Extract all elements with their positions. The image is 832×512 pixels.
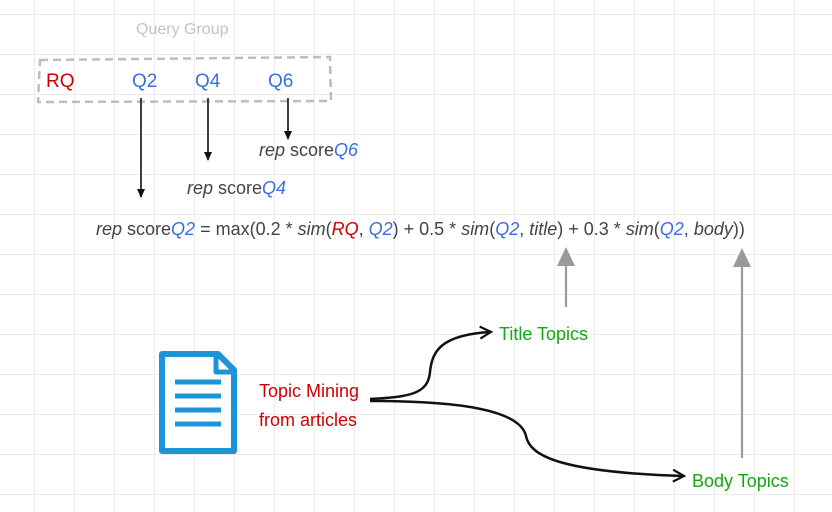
body-topics-label: Body Topics — [692, 471, 789, 491]
topic-mining-line-2: from articles — [259, 410, 358, 430]
sim-func-3: sim — [625, 219, 654, 239]
comma-2: , — [519, 219, 530, 239]
formula-plus-1: ) + 0.5 * — [392, 219, 462, 239]
rep-word: rep — [259, 140, 286, 160]
rep-score-q6: rep scoreQ6 — [259, 140, 358, 161]
formula-eq: = max(0.2 * — [195, 219, 298, 239]
topic-mining-label: Topic Mining from articles — [259, 377, 359, 435]
q4-label: Q4 — [262, 178, 287, 198]
score-word: score — [213, 178, 263, 198]
title-term: title — [529, 219, 558, 239]
document-icon — [159, 351, 237, 454]
q2-term-2: Q2 — [495, 219, 520, 239]
sim-func-2: sim — [461, 219, 490, 239]
q2-term-1: Q2 — [368, 219, 393, 239]
paren-open-1: ( — [325, 219, 332, 239]
rep-word: rep — [187, 178, 214, 198]
paren-open-3: ( — [653, 219, 660, 239]
query-q6: Q6 — [268, 71, 294, 92]
topic-mining-line-1: Topic Mining — [259, 381, 360, 401]
rq-term: RQ — [331, 219, 359, 239]
rep-word: rep — [96, 219, 123, 239]
query-group-label: Query Group — [136, 21, 229, 38]
rep-score-q4: rep scoreQ4 — [187, 178, 286, 199]
rep-score-formula: rep scoreQ2 = max(0.2 * sim(RQ, Q2) + 0.… — [96, 219, 745, 240]
query-group-box — [36, 55, 333, 104]
query-q2: Q2 — [132, 71, 158, 92]
body-term: body — [693, 219, 733, 239]
q6-label: Q6 — [334, 140, 359, 160]
connector-to-body-topics — [369, 399, 683, 476]
comma-3: , — [683, 219, 694, 239]
arrow-body-topics-up-head — [733, 248, 751, 267]
formula-plus-2: ) + 0.3 * — [557, 219, 626, 239]
q2-term-3: Q2 — [659, 219, 684, 239]
title-topics-label: Title Topics — [499, 324, 589, 344]
score-word: score — [285, 140, 335, 160]
sim-func-1: sim — [297, 219, 326, 239]
paren-open-2: ( — [489, 219, 496, 239]
connector-to-title-topics — [369, 332, 490, 401]
arrow-title-topics-up-head — [557, 247, 575, 266]
score-word: score — [122, 219, 172, 239]
q2-label: Q2 — [171, 219, 196, 239]
comma-1: , — [358, 219, 369, 239]
query-q4: Q4 — [195, 71, 221, 92]
query-rq: RQ — [46, 71, 75, 92]
formula-close: )) — [732, 219, 745, 239]
